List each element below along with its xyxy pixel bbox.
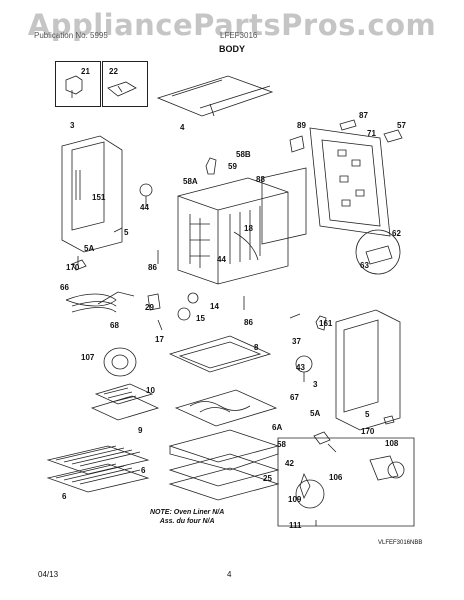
callout: 10: [146, 386, 155, 395]
callout: 67: [290, 393, 299, 402]
callout: 170: [361, 427, 375, 436]
callout: 44: [217, 255, 226, 264]
callout: 89: [297, 121, 306, 130]
callout: 6: [62, 492, 67, 501]
footer-page-number: 4: [227, 570, 232, 579]
callout: 17: [155, 335, 164, 344]
callout: 57: [397, 121, 406, 130]
callout-labels: 21 22 4 3 151 87 89 71 57 59 58B 88 58A …: [60, 67, 406, 530]
callout: 5A: [84, 244, 94, 253]
callout: 4: [180, 123, 185, 132]
note: NOTE: Oven Liner N/A Ass. du four N/A: [150, 508, 224, 526]
callout: 6A: [272, 423, 282, 432]
callout: 5: [124, 228, 129, 237]
callout: 9: [138, 426, 143, 435]
callout: 108: [385, 439, 399, 448]
callout: 58B: [236, 150, 251, 159]
callout: 14: [210, 302, 219, 311]
callout: 6: [141, 466, 146, 475]
callout: 151: [92, 193, 106, 202]
callout: 15: [196, 314, 205, 323]
callout: 3: [313, 380, 318, 389]
callout: 170: [66, 263, 80, 272]
note-line-1: NOTE: Oven Liner N/A: [150, 509, 225, 516]
callout: 68: [110, 321, 119, 330]
callout: 66: [60, 283, 69, 292]
model-number: LFEF3016: [220, 31, 258, 40]
callout: 42: [285, 459, 294, 468]
footer-date: 04/13: [38, 570, 59, 579]
callout: 43: [296, 363, 305, 372]
note-line-2: Ass. du four N/A: [159, 518, 215, 525]
callout: 71: [367, 129, 376, 138]
watermark-logo: AppliancePartsPros.com: [27, 8, 437, 42]
publication-number: Publication No. 5995: [34, 31, 108, 40]
callout: 63: [360, 261, 369, 270]
callout: 5A: [310, 409, 320, 418]
callout: 88: [256, 175, 265, 184]
callout: 3: [70, 121, 75, 130]
callout: 25: [263, 474, 272, 483]
callout: 18: [244, 224, 253, 233]
section-title: BODY: [218, 44, 245, 54]
callout: 62: [392, 229, 401, 238]
part-21-box: [55, 61, 101, 107]
callout: 21: [81, 67, 90, 76]
callout: 107: [81, 353, 95, 362]
callout: 59: [228, 162, 237, 171]
callout: 109: [288, 495, 302, 504]
callout: 22: [109, 67, 118, 76]
callout: 58: [277, 440, 286, 449]
callout: 87: [359, 111, 368, 120]
callout: 8: [254, 343, 259, 352]
callout: 44: [140, 203, 149, 212]
callout: 29: [145, 303, 154, 312]
callout: 58A: [183, 177, 198, 186]
callout: 111: [289, 521, 302, 530]
callout: 86: [148, 263, 157, 272]
callout: 161: [319, 319, 333, 328]
drawing-id: VLFEF3016NBB: [378, 540, 423, 546]
part-22-box: [102, 61, 148, 107]
callout: 86: [244, 318, 253, 327]
callout: 106: [329, 473, 343, 482]
callout: 37: [292, 337, 301, 346]
callout: 5: [365, 410, 370, 419]
